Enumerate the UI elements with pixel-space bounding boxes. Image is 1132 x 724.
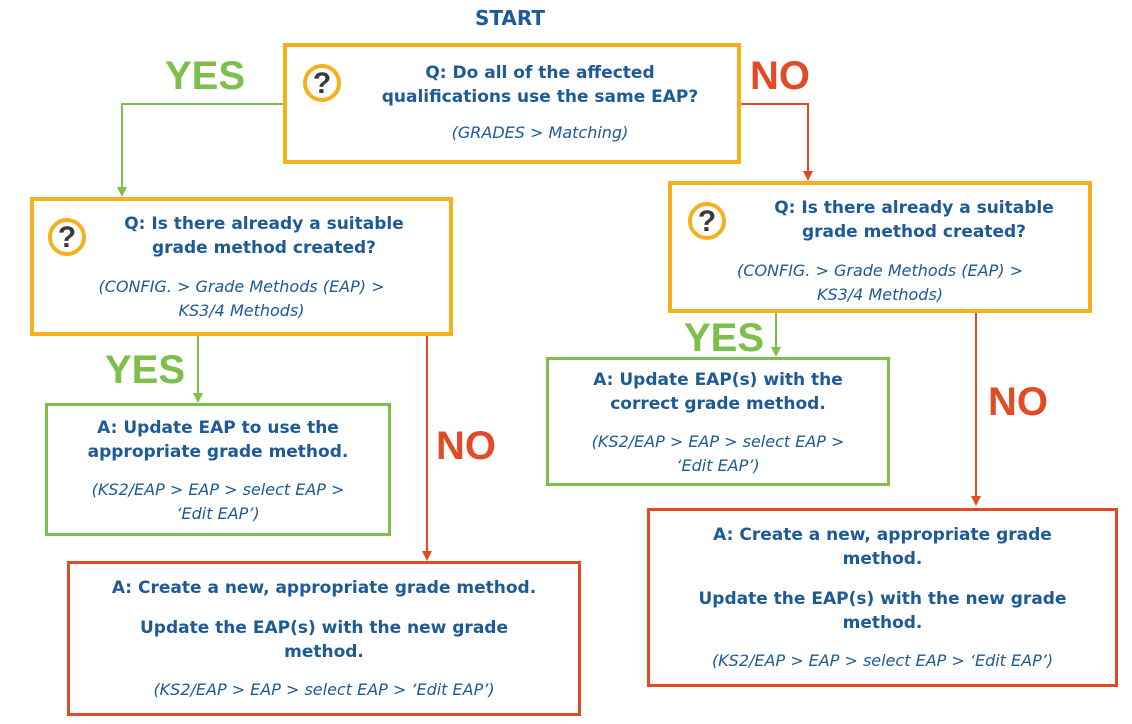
question-box-grade-method-right: ? Q: Is there already a suitable grade m… (668, 181, 1092, 313)
answer-text: correct grade method. (610, 394, 826, 414)
menu-path: (KS2/EAP > EAP > select EAP > ‘Edit EAP’… (153, 680, 495, 699)
question-box-same-eap: ? Q: Do all of the affected qualificatio… (283, 43, 741, 164)
answer-box-update-eaps: A: Update EAP(s) with the correct grade … (546, 357, 890, 486)
no-top-connector (741, 103, 813, 181)
answer-box-update-eap: A: Update EAP to use the appropriate gra… (45, 403, 391, 536)
no-label-left: NO (436, 424, 496, 468)
menu-path: ‘Edit EAP’) (676, 456, 760, 475)
answer-text: method. (284, 642, 364, 662)
question-text: Q: Is there already a suitable (774, 198, 1054, 218)
yes-label-top: YES (165, 54, 246, 98)
question-text: Q: Is there already a suitable (124, 214, 404, 234)
answer-text: A: Create a new, appropriate grade (713, 525, 1052, 545)
answer-box-create-grade-method-left: A: Create a new, appropriate grade metho… (67, 561, 581, 716)
yes-top-connector (117, 103, 283, 197)
question-box-grade-method-left: ? Q: Is there already a suitable grade m… (30, 197, 453, 336)
question-text: grade method created? (151, 238, 377, 258)
answer-text: A: Update EAP to use the (97, 418, 339, 438)
question-text: Q: Do all of the affected (425, 63, 655, 83)
menu-path: KS3/4 Methods) (178, 301, 305, 320)
question-mark-icon: ? (688, 202, 726, 240)
answer-text: appropriate grade method. (87, 442, 349, 462)
answer-text: method. (842, 549, 923, 569)
menu-path: KS3/4 Methods) (816, 285, 944, 304)
menu-path: (CONFIG. > Grade Methods (EAP) > (737, 261, 1023, 280)
start-label: START (474, 6, 546, 30)
no-label-top: NO (750, 54, 810, 98)
answer-text: method. (842, 613, 923, 633)
answer-text: Update the EAP(s) with the new grade (139, 618, 508, 638)
answer-box-create-grade-method-right: A: Create a new, appropriate grade metho… (647, 508, 1118, 687)
no-label-right: NO (988, 380, 1048, 424)
menu-path: ‘Edit EAP’) (176, 504, 260, 523)
answer-text: A: Create a new, appropriate grade metho… (111, 578, 537, 598)
question-text: qualifications use the same EAP? (381, 87, 699, 107)
question-mark-icon: ? (48, 218, 86, 256)
menu-path: (KS2/EAP > EAP > select EAP > ‘Edit EAP’… (711, 651, 1054, 670)
answer-text: Update the EAP(s) with the new grade (698, 589, 1067, 609)
question-mark-icon: ? (303, 64, 341, 102)
menu-path: (GRADES > Matching) (451, 123, 629, 142)
menu-path: (KS2/EAP > EAP > select EAP > (91, 480, 345, 499)
menu-path: (CONFIG. > Grade Methods (EAP) > (98, 277, 385, 296)
yes-label-left: YES (105, 348, 186, 392)
menu-path: (KS2/EAP > EAP > select EAP > (591, 432, 845, 451)
yes-label-right: YES (684, 316, 765, 360)
question-text: grade method created? (801, 222, 1027, 242)
answer-text: A: Update EAP(s) with the (593, 370, 843, 390)
